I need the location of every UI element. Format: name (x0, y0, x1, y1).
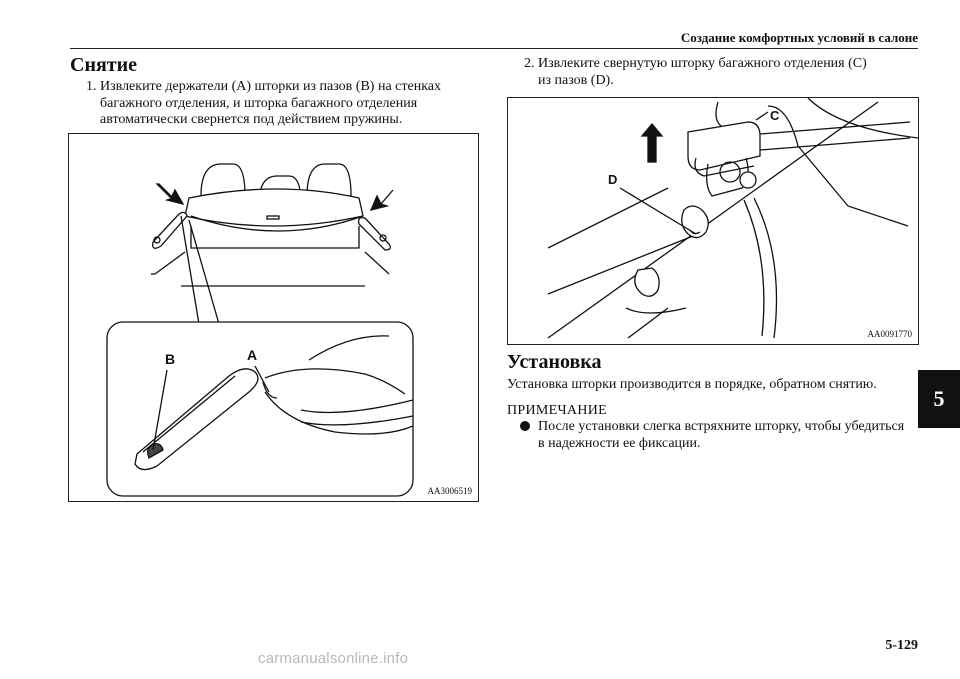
installation-heading: Установка (507, 351, 602, 373)
figure-1-holders-removal: B A AA3006519 (68, 133, 479, 502)
step-1-line-1: Извлеките держатели (A) шторки из пазов … (100, 79, 442, 94)
note-body: После установки слегка встряхните шторку… (520, 419, 920, 452)
removal-step-2: 2.Извлеките свернутую шторку багажного о… (524, 56, 924, 89)
note-heading: ПРИМЕЧАНИЕ (507, 403, 607, 418)
chapter-tab: 5 (918, 370, 960, 428)
step-2-line-2: из пазов (D). (538, 72, 614, 88)
label-b: B (165, 351, 175, 367)
step-1-line-2: багажного отделения, и шторка багажного … (100, 95, 418, 111)
watermark: carmanualsonline.info (258, 650, 409, 667)
figure-2-cover-removal: C D AA0091770 (507, 97, 919, 345)
label-d: D (608, 172, 617, 187)
running-header: Создание комфортных условий в салоне (680, 30, 918, 45)
removal-step-1: 1.Извлеките держатели (A) шторки из пазо… (86, 79, 486, 129)
figure-2-illustration: C D (547, 97, 919, 339)
removal-heading: Снятие (70, 54, 138, 76)
step-1-line-3: автоматически свернется под действием пр… (100, 112, 403, 127)
figure-1-illustration: B A (106, 163, 414, 497)
step-1-number: 1. (86, 79, 97, 94)
step-2-number: 2. (524, 56, 535, 71)
page-number: 5-129 (885, 638, 918, 653)
label-c: C (770, 108, 780, 123)
figure-1-code: AA3006519 (427, 486, 473, 496)
figure-2-code: AA0091770 (867, 329, 913, 339)
note-line-1: После установки слегка встряхните шторку… (538, 419, 905, 434)
note-bullet (520, 421, 530, 431)
note-line-2: в надежности ее фиксации. (538, 435, 701, 451)
installation-text: Установка шторки производится в порядке,… (507, 377, 877, 392)
step-2-line-1: Извлеките свернутую шторку багажного отд… (538, 56, 867, 71)
header-rule (70, 48, 918, 49)
label-a: A (247, 347, 257, 363)
